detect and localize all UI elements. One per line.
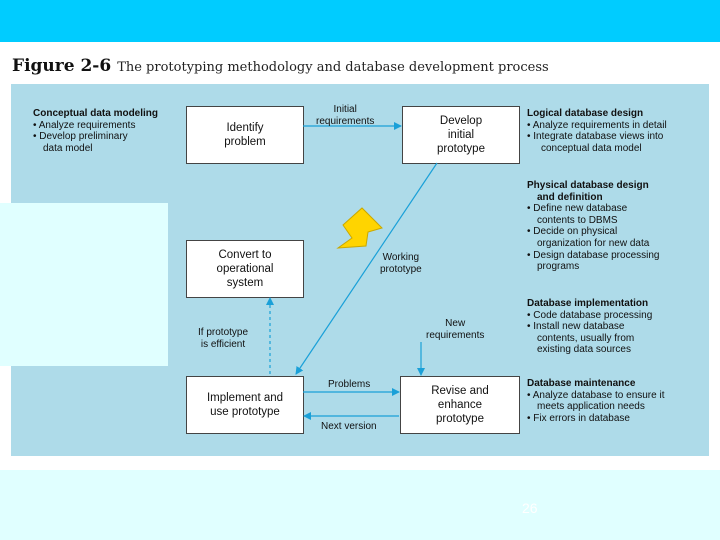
label-line: is efficient xyxy=(200,339,246,350)
figure-caption: The prototyping methodology and database… xyxy=(117,60,549,75)
box-line: prototype xyxy=(437,143,485,155)
label-line: requirements xyxy=(426,330,485,341)
note-line: contents to DBMS xyxy=(537,214,618,226)
note-line: • Design database processing xyxy=(527,249,660,261)
box-line: Implement and xyxy=(206,392,284,404)
problems-label: Problems xyxy=(328,379,371,390)
note-line: data model xyxy=(43,142,93,154)
note-line: organization for new data xyxy=(537,237,650,249)
box-line: initial xyxy=(447,129,475,141)
convert-system-box: Convert to operational system xyxy=(186,240,304,298)
box-line: Identify xyxy=(226,122,264,134)
maintenance-notes: Database maintenance • Analyze database … xyxy=(527,378,664,424)
top-bar xyxy=(0,0,720,42)
note-line: programs xyxy=(537,261,580,273)
note-line: existing data sources xyxy=(537,344,631,356)
notes-heading: Logical database design xyxy=(527,108,644,119)
identify-problem-box: Identify problem xyxy=(186,106,304,164)
label-line: Working xyxy=(382,252,420,263)
box-line: Convert to xyxy=(218,249,272,261)
note-line: • Define new database xyxy=(527,203,628,215)
label-line: prototype xyxy=(380,264,422,275)
initial-requirements-label: Initial requirements xyxy=(316,104,374,128)
new-requirements-label: New requirements xyxy=(426,318,484,342)
note-line: • Analyze requirements xyxy=(33,119,136,131)
logical-design-notes: Logical database design • Analyze requir… xyxy=(527,108,667,154)
note-line: • Integrate database views into xyxy=(527,131,664,143)
notes-heading: Physical database design xyxy=(527,180,649,191)
box-line: use prototype xyxy=(210,406,280,418)
label-line: If prototype xyxy=(198,327,249,338)
conceptual-heading: Conceptual data modeling xyxy=(33,108,159,119)
note-line: contents, usually from xyxy=(537,332,635,344)
note-line: • Decide on physical xyxy=(527,226,618,238)
notes-heading: Database implementation xyxy=(527,298,649,309)
box-line: prototype xyxy=(436,413,484,425)
box-line: enhance xyxy=(437,399,483,411)
note-line: • Analyze database to ensure it xyxy=(527,389,665,401)
box-line: operational xyxy=(216,263,274,275)
page-number: 26 xyxy=(522,500,538,516)
box-line: Develop xyxy=(439,115,483,127)
working-prototype-label: Working prototype xyxy=(380,252,422,276)
note-line: • Develop preliminary xyxy=(33,131,128,143)
next-version-label: Next version xyxy=(321,421,377,432)
revise-prototype-box: Revise and enhance prototype xyxy=(400,376,520,434)
if-efficient-label: If prototype is efficient xyxy=(198,327,248,351)
note-line: • Code database processing xyxy=(527,309,653,321)
note-line: • Analyze requirements in detail xyxy=(527,119,667,131)
note-line: meets application needs xyxy=(537,401,645,413)
box-line: Revise and xyxy=(431,385,489,397)
implement-prototype-box: Implement and use prototype xyxy=(186,376,304,434)
notes-heading: Database maintenance xyxy=(527,378,636,389)
left-overlay-panel xyxy=(0,203,168,366)
implementation-notes: Database implementation • Code database … xyxy=(527,298,652,356)
note-line: • Fix errors in database xyxy=(527,412,630,424)
label-line: Initial xyxy=(333,104,357,115)
develop-prototype-box: Develop initial prototype xyxy=(402,106,520,164)
physical-design-notes: Physical database design and definition … xyxy=(527,180,659,273)
box-line: system xyxy=(226,277,264,289)
conceptual-notes: Conceptual data modeling • Analyze requi… xyxy=(33,108,158,154)
label-line: New xyxy=(445,318,466,329)
bottom-bar xyxy=(0,470,720,540)
note-line: conceptual data model xyxy=(541,142,642,154)
notes-heading: and definition xyxy=(537,191,603,203)
figure-title: Figure 2-6 The prototyping methodology an… xyxy=(12,56,549,76)
figure-number: Figure 2-6 xyxy=(12,56,112,76)
note-line: • Install new database xyxy=(527,321,625,333)
box-line: problem xyxy=(224,136,266,148)
label-line: requirements xyxy=(316,116,375,127)
